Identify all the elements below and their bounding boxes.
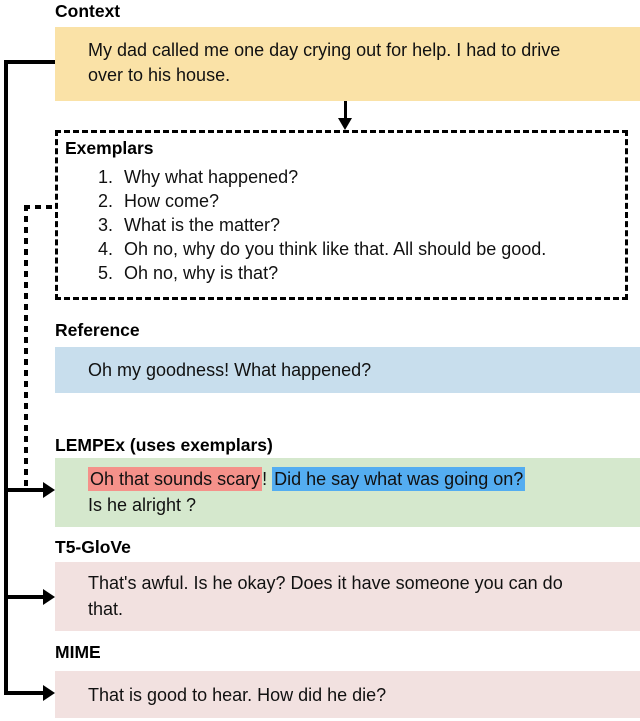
- context-to-exemplars-arrow-line: [344, 101, 347, 119]
- exemplar-item: Oh no, why is that?: [118, 261, 625, 285]
- context-connector-top-branch: [4, 60, 55, 64]
- lempex-heading: LEMPEx (uses exemplars): [55, 435, 273, 455]
- lempex-arrow-line: [4, 488, 44, 492]
- lempex-line2-text: Is he alright ?: [88, 495, 197, 515]
- lempex-arrowhead-icon: [43, 482, 55, 498]
- lempex-box: Oh that sounds scary! Did he say what wa…: [55, 458, 640, 527]
- mime-arrowhead-icon: [43, 685, 55, 701]
- context-text: My dad called me one day crying out for …: [88, 40, 561, 85]
- lempex-red-highlighted-text: Oh that sounds scary: [88, 467, 263, 491]
- mime-box: That is good to hear. How did he die?: [55, 671, 640, 718]
- exemplars-heading: Exemplars: [65, 138, 154, 158]
- t5-glove-heading: T5-GloVe: [55, 537, 131, 557]
- reference-text: Oh my goodness! What happened?: [88, 360, 372, 380]
- reference-heading: Reference: [55, 320, 140, 340]
- lempex-plain-text: !: [262, 469, 273, 489]
- t5-arrow-line: [4, 595, 44, 599]
- mime-text: That is good to hear. How did he die?: [88, 685, 387, 705]
- reference-box: Oh my goodness! What happened?: [55, 347, 640, 393]
- context-box: My dad called me one day crying out for …: [55, 27, 640, 101]
- down-arrowhead-icon: [338, 118, 352, 130]
- exemplar-item: How come?: [118, 189, 625, 213]
- exemplar-item: What is the matter?: [118, 213, 625, 237]
- exemplar-item: Why what happened?: [118, 165, 625, 189]
- lempex-blue-highlighted-text: Did he say what was going on?: [272, 467, 526, 491]
- exemplars-box: Exemplars Why what happened? How come? W…: [55, 130, 628, 300]
- mime-heading: MIME: [55, 642, 101, 662]
- context-connector-line: [4, 60, 8, 695]
- exemplars-dashed-connector-horizontal: [24, 205, 56, 209]
- t5-glove-text: That's awful. Is he okay? Does it have s…: [88, 573, 563, 619]
- mime-arrow-line: [4, 691, 44, 695]
- exemplars-dashed-connector-vertical: [24, 205, 28, 489]
- exemplar-item: Oh no, why do you think like that. All s…: [118, 237, 625, 261]
- exemplars-list: Why what happened? How come? What is the…: [58, 165, 625, 285]
- t5-glove-box: That's awful. Is he okay? Does it have s…: [55, 562, 640, 631]
- t5-arrowhead-icon: [43, 589, 55, 605]
- context-heading: Context: [55, 1, 121, 21]
